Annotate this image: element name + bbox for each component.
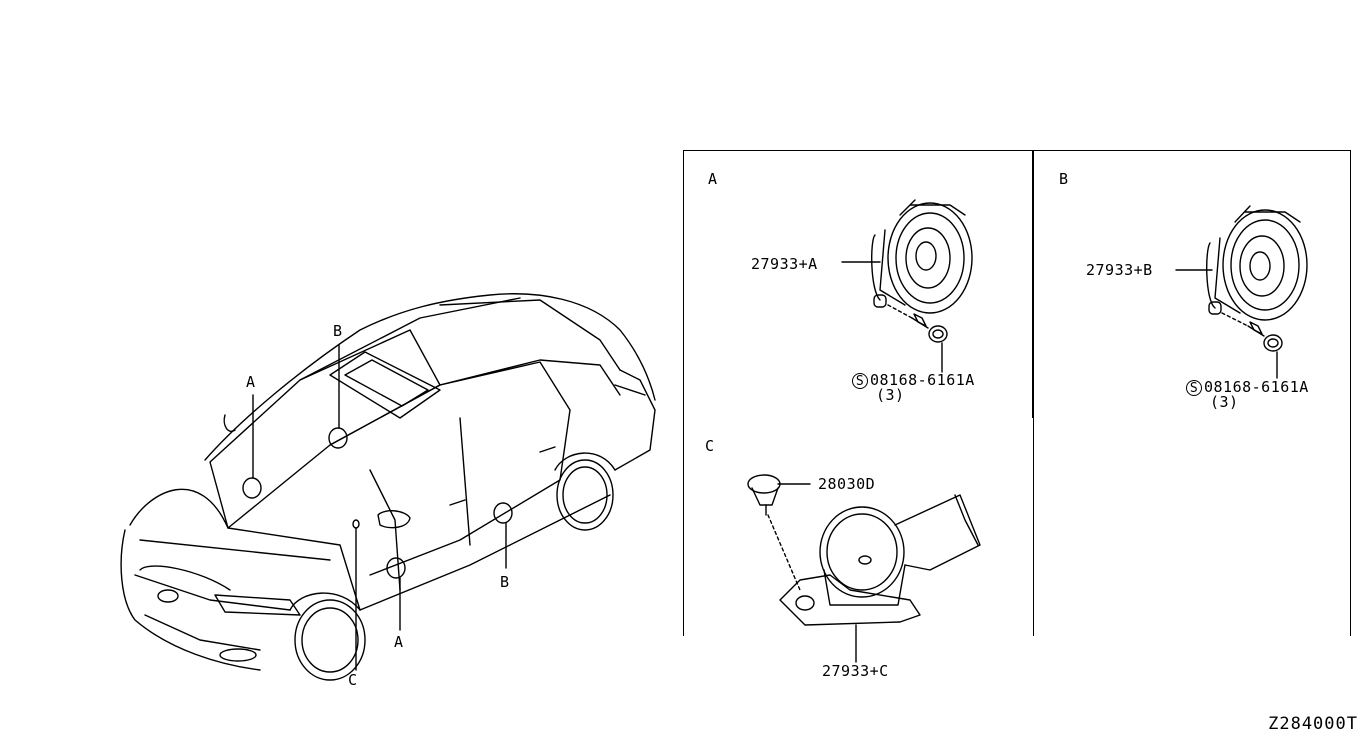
panel-c-part-label: 27933+C [822,662,889,680]
car-callout-b-right: B [500,573,510,591]
panel-c-letter: C [705,437,715,455]
panel-b-part-label: 27933+B [1086,261,1153,279]
panel-b-screw-number: 08168-6161A [1204,378,1309,396]
car-callout-b-top: B [333,322,343,340]
panel-a-part-label: 27933+A [751,255,818,273]
panel-a-letter: A [708,170,718,188]
panel-a-screw-number: 08168-6161A [870,371,975,389]
panel-a-frame [683,150,1034,418]
tweeter-c-drawing [747,474,981,663]
panel-b-screw-qty: (3) [1210,393,1239,411]
speaker-b-drawing [1175,205,1308,379]
car-callout-c-bottom: C [348,671,358,689]
car-callout-a-bottom: A [394,633,404,651]
panel-b-letter: B [1059,170,1069,188]
speaker-a-drawing [841,199,973,373]
panel-empty-frame [1032,416,1351,636]
panel-b-frame [1032,150,1351,418]
diagram-code: Z284000T [1268,714,1358,734]
screw-symbol-icon: S [1186,380,1202,396]
car-illustration [120,293,656,681]
panel-c-frame [683,416,1034,636]
screw-symbol-icon: S [852,373,868,389]
car-callout-a-left: A [246,373,256,391]
panel-a-screw-qty: (3) [876,386,905,404]
panel-c-clip-label: 28030D [818,475,876,493]
